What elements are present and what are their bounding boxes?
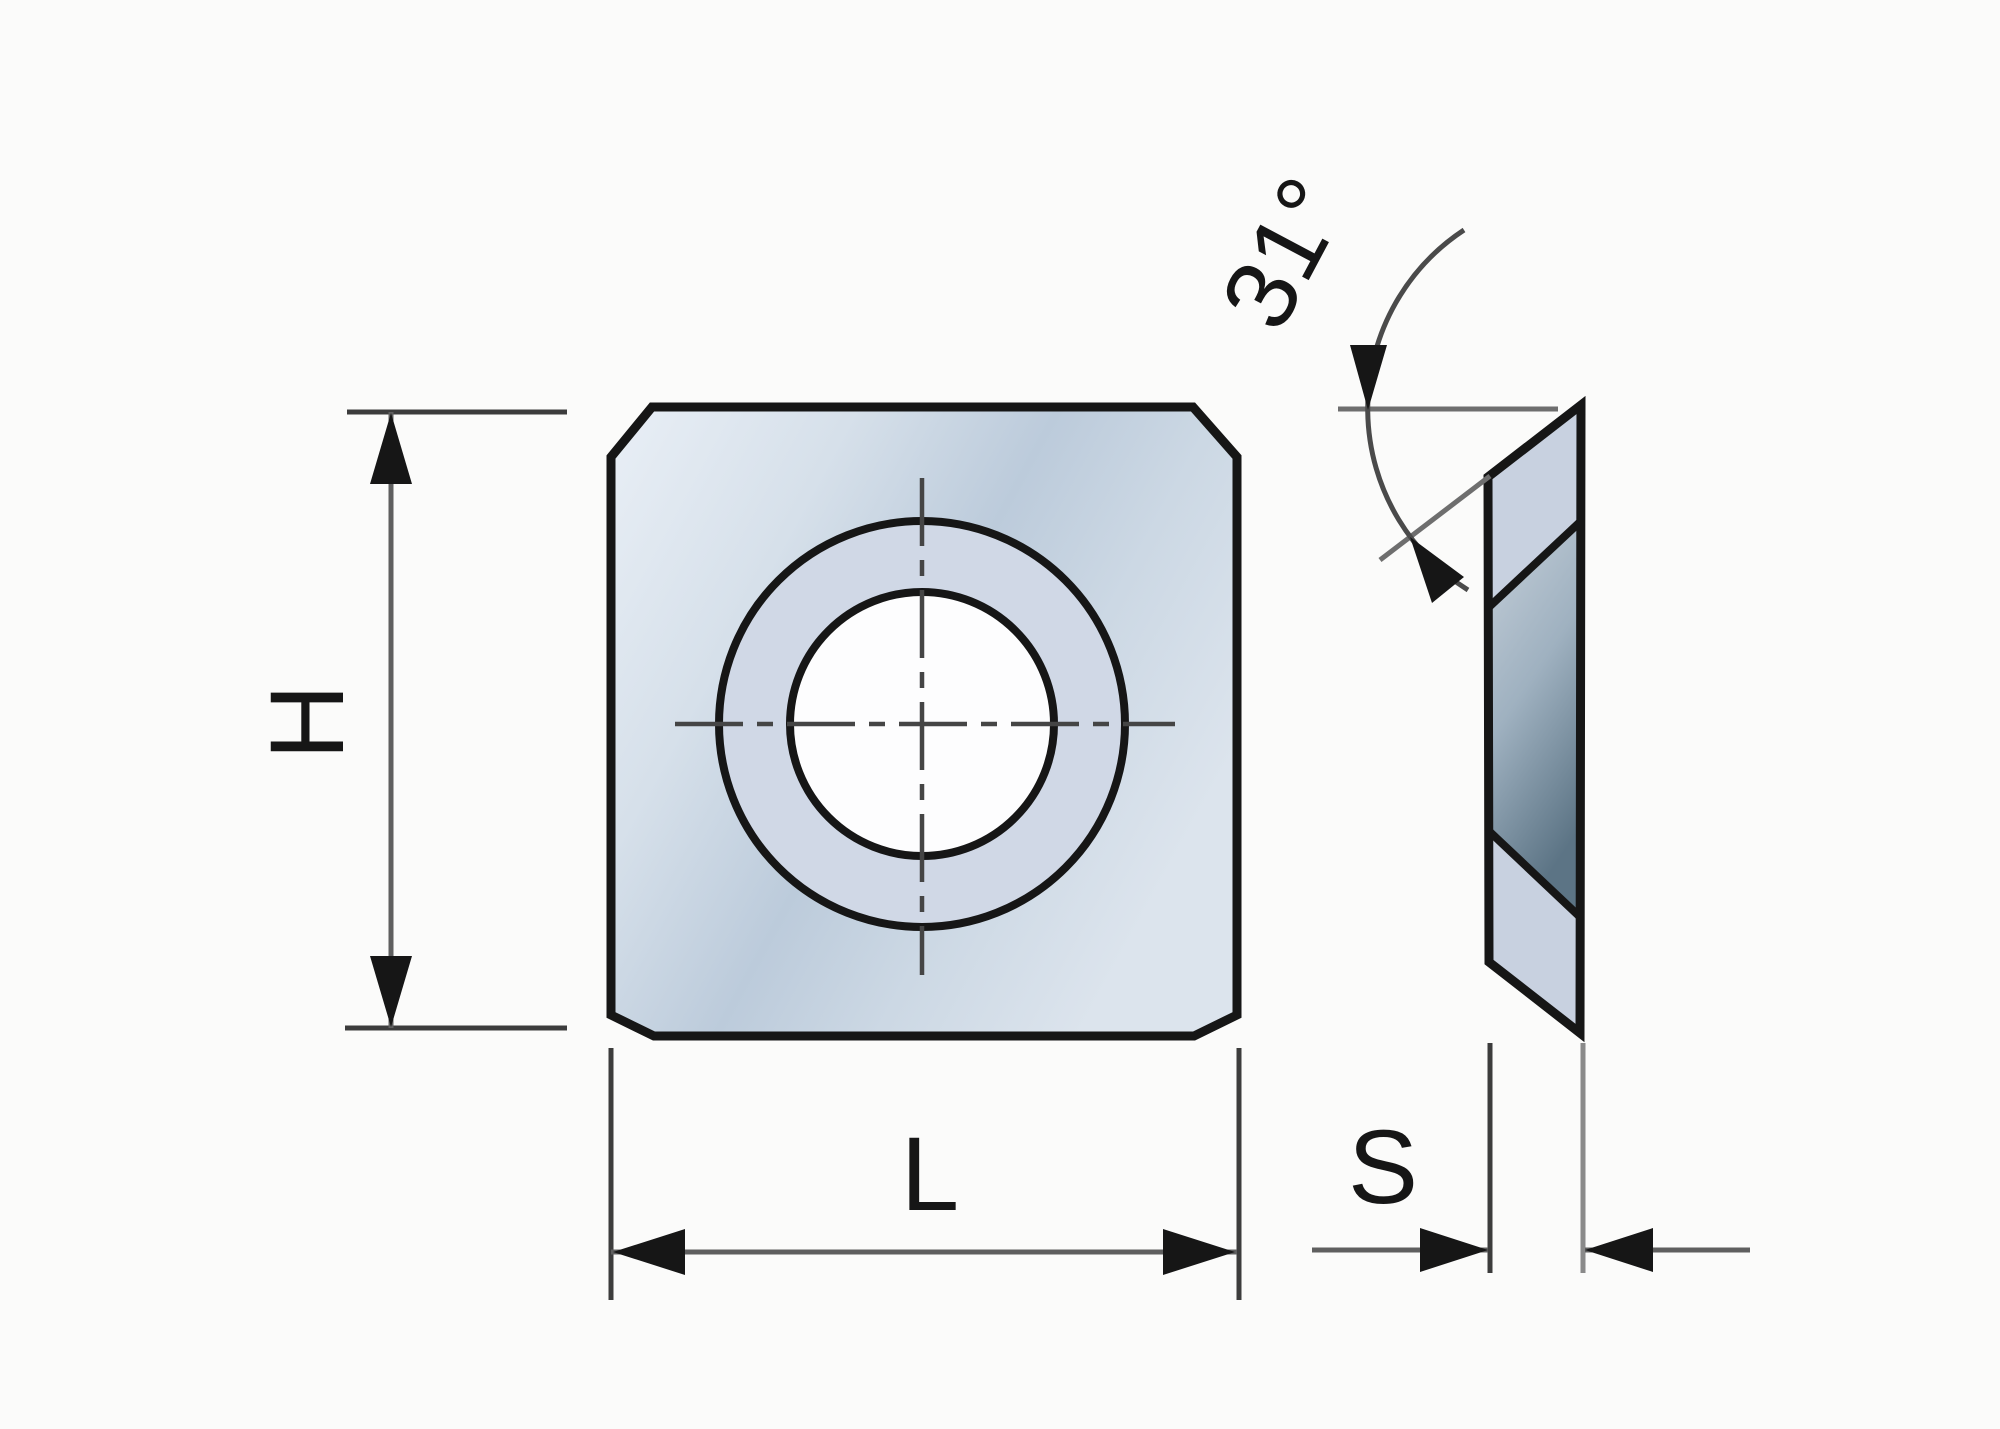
h-dimension: H [249, 409, 567, 1031]
l-arrow-left-icon [613, 1229, 685, 1275]
s-arrow-left-icon [1585, 1228, 1653, 1272]
l-arrow-right-icon [1163, 1229, 1235, 1275]
h-label: H [249, 684, 366, 760]
s-arrow-right-icon [1420, 1228, 1488, 1272]
side-plate-outline [1483, 395, 1586, 1043]
angle-extension-bevel [1378, 474, 1492, 562]
top-bevel-edge-line [1485, 518, 1584, 611]
l-dimension: L [608, 1048, 1242, 1300]
s-label: S [1348, 1109, 1418, 1226]
s-dimension: S [1312, 1043, 1750, 1273]
bottom-bevel-facet [1489, 832, 1580, 1033]
top-bevel-facet [1488, 405, 1581, 608]
angle-arrow-top-icon [1350, 345, 1387, 410]
l-label: L [901, 1116, 959, 1233]
side-view [1483, 395, 1586, 1043]
h-arrow-down-icon [370, 956, 412, 1027]
h-arrow-up-icon [370, 413, 412, 484]
bottom-bevel-edge-line [1487, 829, 1583, 920]
angle-arrow-bottom-icon [1410, 537, 1464, 603]
side-plate-body [1488, 521, 1581, 917]
front-view [606, 402, 1242, 1041]
